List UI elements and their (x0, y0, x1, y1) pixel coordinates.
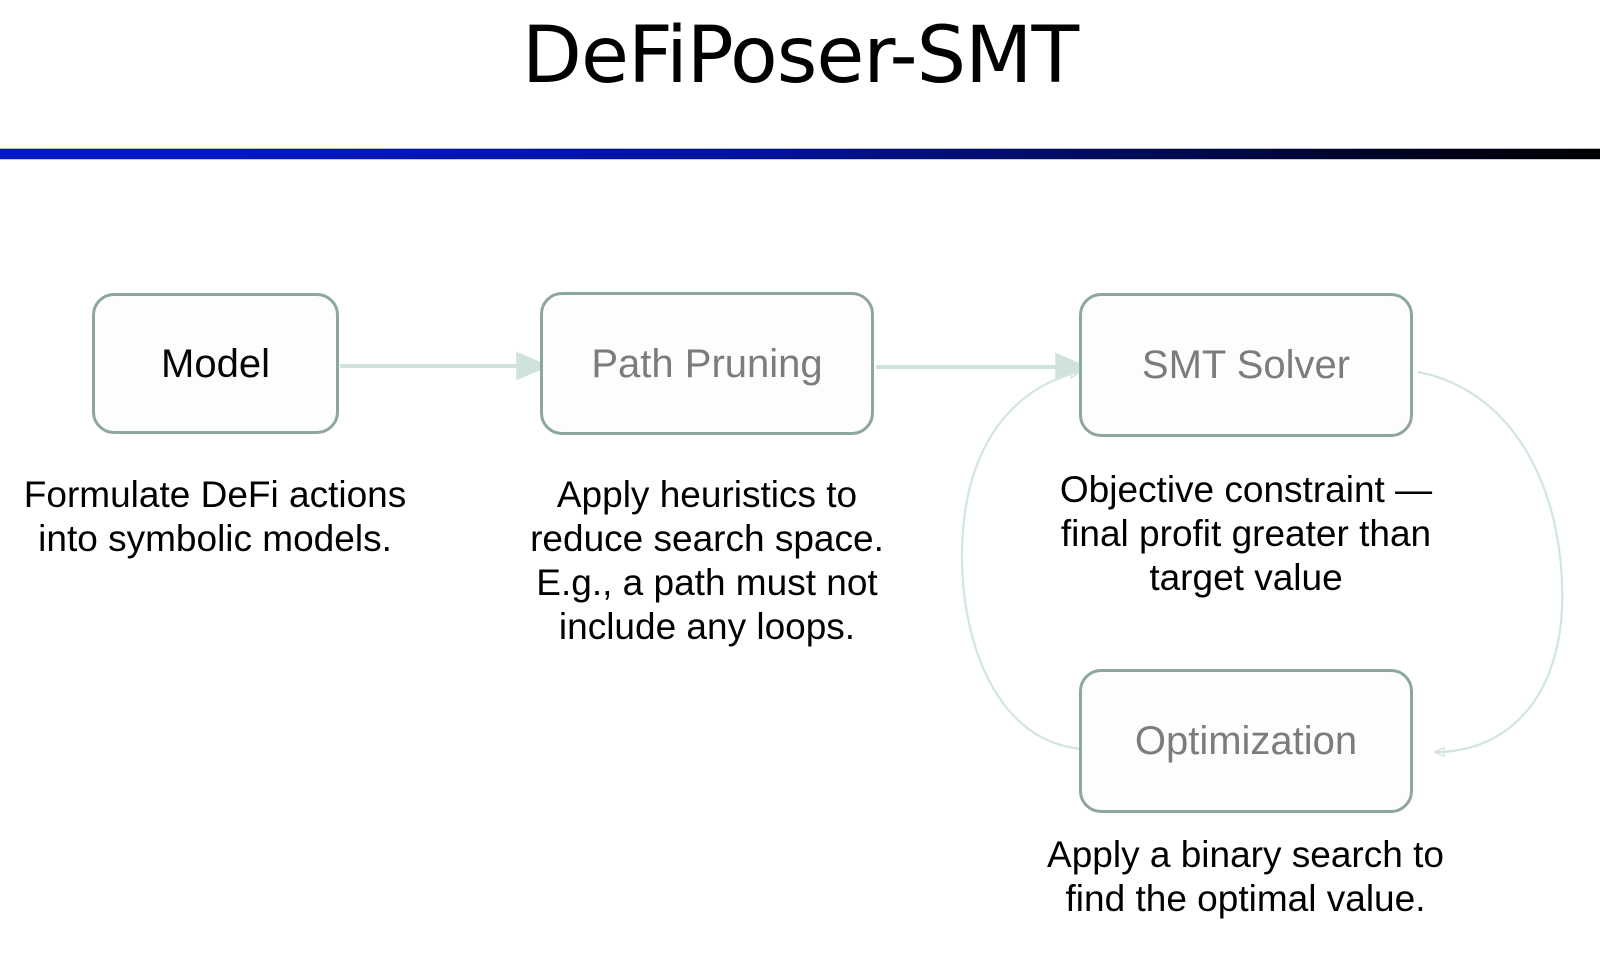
caption-smt-solver: Objective constraint — final profit grea… (1059, 469, 1433, 598)
node-path-pruning-label: Path Pruning (591, 341, 823, 386)
node-optimization-label: Optimization (1134, 719, 1358, 763)
page-title: DeFiPoser-SMT (521, 11, 1079, 101)
title-divider (0, 148, 1600, 160)
caption-optimization: Apply a binary search to find the optima… (1047, 834, 1444, 919)
node-optimization[interactable]: Optimization (1079, 669, 1413, 813)
node-path-pruning[interactable]: Path Pruning (540, 292, 874, 435)
caption-path-pruning: Apply heuristics to reduce search space.… (530, 474, 884, 647)
node-model[interactable]: Model (92, 293, 339, 434)
node-smt-solver[interactable]: SMT Solver (1079, 293, 1413, 437)
caption-model: Formulate DeFi actions into symbolic mod… (23, 474, 407, 559)
node-smt-solver-label: SMT Solver (1141, 343, 1351, 387)
node-model-label: Model (161, 341, 270, 386)
